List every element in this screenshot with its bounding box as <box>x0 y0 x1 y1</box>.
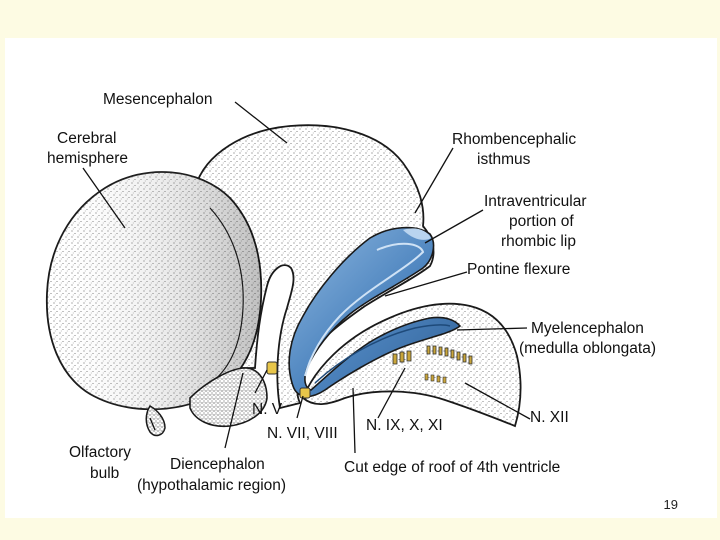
label-n-ix-x-xi: N. IX, X, XI <box>366 417 443 434</box>
label-intraventricular-line3: rhombic lip <box>501 233 576 250</box>
rhombic-lip-light-tip <box>403 228 431 240</box>
cerebral-hemisphere-shade <box>46 171 262 410</box>
label-diencephalon-line1: Diencephalon <box>170 456 265 473</box>
label-diencephalon-line2: (hypothalamic region) <box>137 477 286 494</box>
label-rhombencephalic-isthmus-line2: isthmus <box>477 151 531 168</box>
rhombic-lip-blue <box>288 226 462 398</box>
label-cut-edge: Cut edge of roof of 4th ventricle <box>344 459 560 476</box>
nerve-xii-roots <box>424 373 447 384</box>
label-olfactory-bulb-line1: Olfactory <box>69 444 131 461</box>
myelencephalon-shape <box>301 302 522 428</box>
label-n-xii: N. XII <box>530 409 569 426</box>
nerve-v-root <box>266 361 278 375</box>
label-n-v: N. V <box>252 401 283 418</box>
page-number: 19 <box>663 497 678 512</box>
rhombic-lip-inner-line <box>304 242 425 377</box>
hemisphere-rim <box>199 207 244 391</box>
nerve-vii-viii-root <box>299 387 311 399</box>
label-mesencephalon: Mesencephalon <box>103 91 212 108</box>
label-intraventricular-line1: Intraventricular <box>484 193 587 210</box>
label-pontine-flexure: Pontine flexure <box>467 261 570 278</box>
label-rhombencephalic-isthmus-line1: Rhombencephalic <box>452 131 576 148</box>
diencephalon-shape <box>189 367 268 428</box>
nerve-ix-x-xi-roots <box>392 345 473 365</box>
label-myelencephalon-line1: Myelencephalon <box>531 320 644 337</box>
label-n-vii-viii: N. VII, VIII <box>267 425 338 442</box>
rhombic-lip-inner-line-2 <box>314 324 451 384</box>
label-myelencephalon-line2: (medulla oblongata) <box>519 340 656 357</box>
label-olfactory-bulb-line2: bulb <box>90 465 119 482</box>
embryonic-brain-diagram: Mesencephalon Cerebral hemisphere Rhombe… <box>45 91 656 494</box>
label-cerebral-hemisphere-line1: Cerebral <box>57 130 116 147</box>
figure-panel: Mesencephalon Cerebral hemisphere Rhombe… <box>5 38 717 518</box>
leader-lines <box>82 101 531 454</box>
olfactory-bulb-shape <box>145 404 166 437</box>
label-intraventricular-line2: portion of <box>509 213 574 230</box>
label-cerebral-hemisphere-line2: hemisphere <box>47 150 128 167</box>
